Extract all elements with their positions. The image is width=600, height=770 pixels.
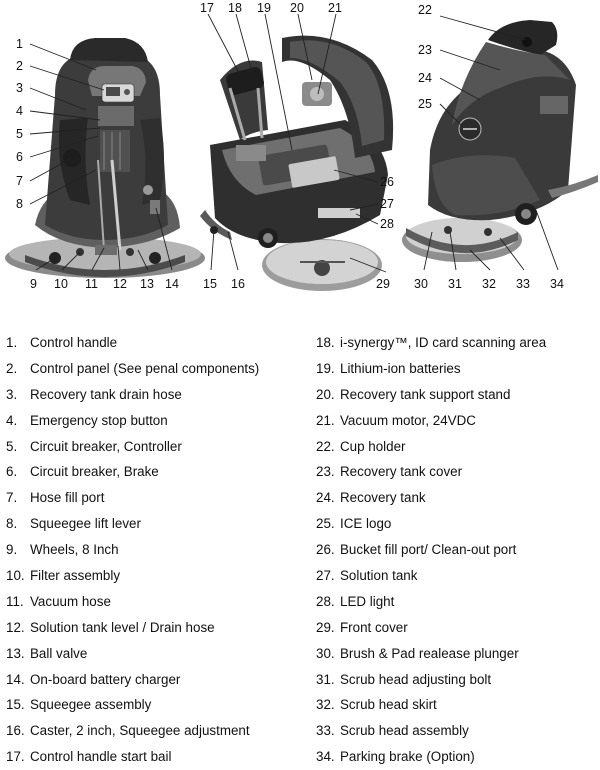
legend-item: 33.Scrub head assembly: [316, 723, 469, 739]
callout-15: 15: [203, 277, 217, 291]
legend-item: 4.Emergency stop button: [6, 412, 168, 428]
callout-19: 19: [257, 1, 271, 15]
callout-17: 17: [200, 1, 214, 15]
legend-item: 15.Squeegee assembly: [6, 697, 152, 713]
callout-9: 9: [30, 277, 37, 291]
open-view-machine: [200, 35, 394, 291]
callout-28: 28: [380, 217, 394, 231]
legend-item: 16.Caster, 2 inch, Squeegee adjustment: [6, 723, 250, 739]
callout-26: 26: [380, 175, 394, 189]
legend-item: 34.Parking brake (Option): [316, 749, 475, 765]
legend-item: 7.Hose fill port: [6, 490, 105, 506]
callout-30: 30: [414, 277, 428, 291]
callout-21: 21: [328, 1, 342, 15]
callout-33: 33: [516, 277, 530, 291]
front-view-machine: [402, 20, 598, 262]
legend-item: 18.i-synergy™, ID card scanning area: [316, 335, 547, 350]
callout-16: 16: [231, 277, 245, 291]
callout-5: 5: [16, 127, 23, 141]
rear-view-machine: [5, 38, 205, 278]
callout-11: 11: [85, 277, 98, 291]
legend-item: 26.Bucket fill port/ Clean-out port: [316, 542, 517, 558]
callout-29: 29: [376, 277, 390, 291]
callout-25: 25: [418, 97, 432, 111]
callout-4: 4: [16, 104, 23, 118]
legend-item: 9.Wheels, 8 Inch: [6, 542, 119, 558]
callout-2: 2: [16, 59, 23, 73]
legend-item: 31.Scrub head adjusting bolt: [316, 671, 492, 687]
callout-8: 8: [16, 197, 23, 211]
callout-6: 6: [16, 150, 23, 164]
callout-10: 10: [54, 277, 68, 291]
legend-item: 11.Vacuum hose: [6, 593, 111, 609]
callout-13: 13: [140, 277, 154, 291]
legend-item: 10.Filter assembly: [6, 568, 121, 584]
legend-item: 12.Solution tank level / Drain hose: [6, 619, 215, 635]
legend-item: 29.Front cover: [316, 619, 408, 635]
legend-item: 17.Control handle start bail: [6, 749, 172, 765]
legend-item: 14.On-board battery charger: [6, 671, 181, 687]
callout-numbers: 1 2 3 4 5 6 7 8 9 10 11 12 13 14 15 16 1…: [16, 1, 564, 291]
legend-column-left: 1.Control handle 2.Control panel (See pe…: [6, 330, 306, 770]
legend-item: 1.Control handle: [6, 335, 118, 350]
callout-23: 23: [418, 43, 432, 57]
legend-item: 23.Recovery tank cover: [316, 464, 463, 480]
legend-item: 6.Circuit breaker, Brake: [6, 464, 159, 480]
legend-item: 5.Circuit breaker, Controller: [6, 438, 182, 454]
scrubber-parts-illustration: 1 2 3 4 5 6 7 8 9 10 11 12 13 14 15 16 1…: [5, 1, 598, 291]
callout-27: 27: [380, 197, 394, 211]
callout-24: 24: [418, 71, 432, 85]
legend-item: 19.Lithium-ion batteries: [316, 360, 461, 376]
legend-item: 8.Squeegee lift lever: [6, 516, 141, 532]
callout-20: 20: [290, 1, 304, 15]
legend-item: 24.Recovery tank: [316, 490, 426, 506]
legend-item: 21.Vacuum motor, 24VDC: [316, 412, 476, 428]
legend-item: 28.LED light: [316, 593, 395, 609]
legend-item: 30.Brush & Pad realease plunger: [316, 645, 519, 661]
legend-item: 13.Ball valve: [6, 645, 88, 661]
callout-18: 18: [228, 1, 242, 15]
callout-1: 1: [16, 37, 23, 51]
legend-item: 2.Control panel (See penal components): [6, 360, 260, 376]
callout-12: 12: [113, 277, 127, 291]
legend-item: 20.Recovery tank support stand: [316, 386, 511, 402]
legend-item: 27.Solution tank: [316, 568, 418, 584]
leader-lines: [29, 13, 559, 273]
callout-32: 32: [482, 277, 496, 291]
legend-item: 32.Scrub head skirt: [316, 697, 437, 713]
callout-34: 34: [550, 277, 564, 291]
legend-item: 25.ICE logo: [316, 516, 392, 532]
legend-column-right: 18.i-synergy™, ID card scanning area 19.…: [316, 330, 600, 770]
legend-item: 22.Cup holder: [316, 438, 406, 454]
callout-31: 31: [448, 277, 462, 291]
callout-22: 22: [418, 3, 432, 17]
callout-3: 3: [16, 81, 23, 95]
legend-item: 3.Recovery tank drain hose: [6, 386, 182, 402]
callout-7: 7: [16, 174, 23, 188]
callout-14: 14: [165, 277, 179, 291]
